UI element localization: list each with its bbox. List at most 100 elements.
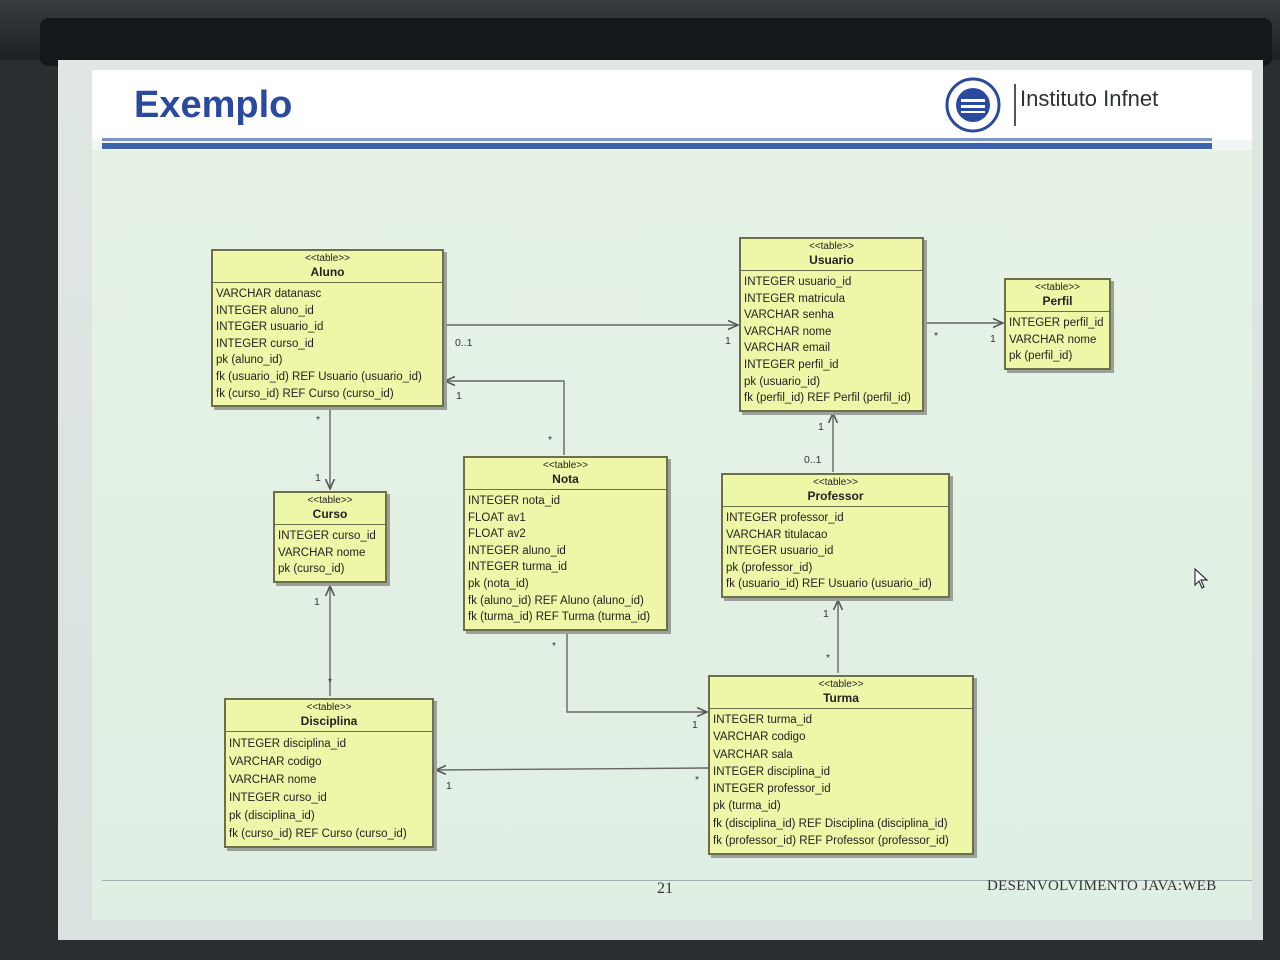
table-name: Aluno xyxy=(310,265,345,279)
table-columns: INTEGER nota_id FLOAT av1 FLOAT av2 INTE… xyxy=(465,490,666,629)
link-turma-disciplina xyxy=(436,768,709,770)
multiplicity-label: * xyxy=(826,652,831,664)
slide-header: Exemplo Instituto Infnet xyxy=(92,70,1252,149)
table-column: fk (curso_id) REF Curso (curso_id) xyxy=(229,828,407,840)
table-turma[interactable]: <<table>> Turma INTEGER turma_id VARCHAR… xyxy=(708,675,974,856)
table-stereotype: <<table>> xyxy=(812,477,859,488)
table-column: fk (usuario_id) REF Usuario (usuario_id) xyxy=(216,370,422,383)
table-header: <<table>> Curso xyxy=(275,493,385,525)
table-column: VARCHAR sala xyxy=(713,748,793,761)
table-column: fk (aluno_id) REF Aluno (aluno_id) xyxy=(468,594,644,607)
table-column: VARCHAR email xyxy=(744,342,831,355)
table-column: FLOAT av1 xyxy=(468,511,526,524)
table-column: INTEGER perfil_id xyxy=(1009,317,1104,329)
link-nota-aluno xyxy=(445,381,565,455)
table-aluno[interactable]: <<table>> Aluno VARCHAR datanasc INTEGER… xyxy=(211,249,444,408)
table-column: INTEGER usuario_id xyxy=(744,276,852,288)
table-column: VARCHAR codigo xyxy=(713,731,806,744)
table-perfil[interactable]: <<table>> Perfil INTEGER perfil_id VARCH… xyxy=(1004,278,1111,370)
table-stereotype: <<table>> xyxy=(818,679,864,690)
table-column: pk (professor_id) xyxy=(726,561,813,574)
table-column: INTEGER disciplina_id xyxy=(229,738,346,750)
table-stereotype: <<table>> xyxy=(808,241,855,252)
table-stereotype: <<table>> xyxy=(304,253,351,264)
table-header: <<table>> Aluno xyxy=(213,251,442,283)
table-column: VARCHAR nome xyxy=(1009,333,1097,346)
institute-seal-icon xyxy=(945,77,1001,133)
table-column: VARCHAR nome xyxy=(744,325,832,338)
table-columns: INTEGER curso_id VARCHAR nome pk (curso_… xyxy=(275,525,385,581)
table-name: Curso xyxy=(312,507,348,521)
footer-rule xyxy=(102,880,1252,881)
table-column: INTEGER turma_id xyxy=(468,561,568,574)
table-column: VARCHAR nome xyxy=(278,546,366,559)
table-column: VARCHAR nome xyxy=(229,774,317,786)
table-stereotype: <<table>> xyxy=(307,495,353,506)
table-column: pk (turma_id) xyxy=(713,800,781,813)
table-column: INTEGER professor_id xyxy=(726,512,844,524)
table-header: <<table>> Disciplina xyxy=(226,700,432,732)
slide-title: Exemplo xyxy=(134,84,293,126)
table-stereotype: <<table>> xyxy=(1034,282,1081,293)
table-columns: INTEGER usuario_id INTEGER matricula VAR… xyxy=(741,271,922,410)
table-column: fk (perfil_id) REF Perfil (perfil_id) xyxy=(744,392,911,405)
header-rule-thick xyxy=(102,143,1212,149)
table-column: fk (curso_id) REF Curso (curso_id) xyxy=(216,387,394,400)
table-columns: INTEGER turma_id VARCHAR codigo VARCHAR … xyxy=(710,709,972,853)
table-column: INTEGER curso_id xyxy=(216,337,314,350)
brand-name: Instituto Infnet xyxy=(1020,86,1159,111)
table-nota[interactable]: <<table>> Nota INTEGER nota_id FLOAT av1… xyxy=(463,456,668,631)
table-column: INTEGER nota_id xyxy=(468,495,561,507)
table-disciplina[interactable]: <<table>> Disciplina INTEGER disciplina_… xyxy=(224,698,434,848)
table-name: Perfil xyxy=(1042,294,1073,308)
table-column: INTEGER aluno_id xyxy=(216,304,314,317)
table-column: INTEGER usuario_id xyxy=(216,321,324,334)
table-column: fk (disciplina_id) REF Disciplina (disci… xyxy=(713,817,948,830)
table-column: INTEGER curso_id xyxy=(278,530,376,542)
table-column: INTEGER perfil_id xyxy=(744,358,839,371)
multiplicity-label: 1 xyxy=(315,472,321,484)
table-column: pk (perfil_id) xyxy=(1009,350,1073,363)
table-column: fk (professor_id) REF Professor (profess… xyxy=(713,835,949,848)
table-columns: INTEGER professor_id VARCHAR titulacao I… xyxy=(723,507,948,596)
projector-screen-housing xyxy=(40,18,1272,66)
header-rule-thin xyxy=(102,138,1212,141)
multiplicity-label: * xyxy=(328,676,333,688)
table-columns: INTEGER perfil_id VARCHAR nome pk (perfi… xyxy=(1006,312,1109,368)
table-column: FLOAT av2 xyxy=(468,528,526,541)
table-column: INTEGER disciplina_id xyxy=(713,765,830,778)
footer-course-name: DESENVOLVIMENTO JAVA:WEB xyxy=(987,878,1217,894)
multiplicity-label: * xyxy=(934,330,939,342)
table-name: Turma xyxy=(823,691,859,705)
multiplicity-label: 1 xyxy=(456,390,462,402)
table-header: <<table>> Perfil xyxy=(1006,280,1109,312)
table-columns: VARCHAR datanasc INTEGER aluno_id INTEGE… xyxy=(213,283,442,405)
multiplicity-label: 1 xyxy=(725,335,731,347)
multiplicity-label: * xyxy=(552,640,557,652)
table-column: VARCHAR datanasc xyxy=(216,288,322,300)
mouse-cursor-icon xyxy=(1194,568,1209,589)
table-column: pk (curso_id) xyxy=(278,563,345,576)
multiplicity-label: 1 xyxy=(692,719,698,731)
multiplicity-label: 0..1 xyxy=(804,454,822,466)
table-header: <<table>> Professor xyxy=(723,475,948,507)
table-name: Nota xyxy=(552,472,579,486)
multiplicity-label: * xyxy=(548,434,553,446)
table-column: VARCHAR titulacao xyxy=(726,528,828,541)
table-name: Disciplina xyxy=(300,714,358,728)
table-usuario[interactable]: <<table>> Usuario INTEGER usuario_id INT… xyxy=(739,237,924,412)
multiplicity-label: 1 xyxy=(990,333,996,345)
multiplicity-label: 1 xyxy=(314,596,320,608)
table-name: Professor xyxy=(807,489,864,503)
brand-divider xyxy=(1014,84,1016,126)
table-curso[interactable]: <<table>> Curso INTEGER curso_id VARCHAR… xyxy=(273,491,387,583)
page-number: 21 xyxy=(657,880,673,897)
table-stereotype: <<table>> xyxy=(306,702,352,713)
table-professor[interactable]: <<table>> Professor INTEGER professor_id… xyxy=(721,473,950,598)
table-column: fk (usuario_id) REF Usuario (usuario_id) xyxy=(726,578,932,591)
table-column: pk (disciplina_id) xyxy=(229,810,315,822)
table-column: INTEGER matricula xyxy=(744,292,845,305)
table-name: Usuario xyxy=(809,253,854,267)
multiplicity-label: * xyxy=(316,414,321,426)
